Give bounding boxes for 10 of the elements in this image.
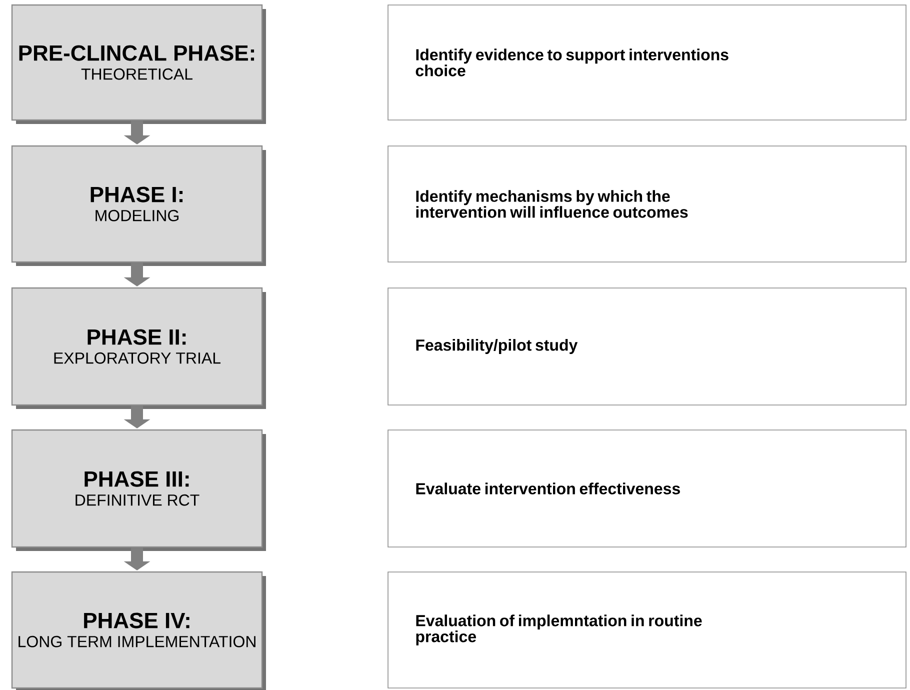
phase-box: PHASE I: MODELING <box>11 145 266 266</box>
description-box: Identify evidence to support interventions choice <box>388 4 906 120</box>
description-box: Identify mechanisms by which the intervention will influence outcomes <box>388 146 906 262</box>
description-box: Feasibility/pilot study <box>388 288 906 406</box>
phase-box: PHASE III: DEFINITIVE RCT <box>11 429 266 551</box>
phase-box: PHASE II: EXPLORATORY TRIAL <box>11 287 266 409</box>
phase-box: PHASE IV: LONG TERM IMPLEMENTATION <box>11 571 266 690</box>
phase-box: PRE-CLINCAL PHASE: THEORETICAL <box>11 4 266 124</box>
description-box: Evaluation of implemntation in routine practice <box>388 572 906 688</box>
description-box: Evaluate intervention effectiveness <box>388 430 906 548</box>
